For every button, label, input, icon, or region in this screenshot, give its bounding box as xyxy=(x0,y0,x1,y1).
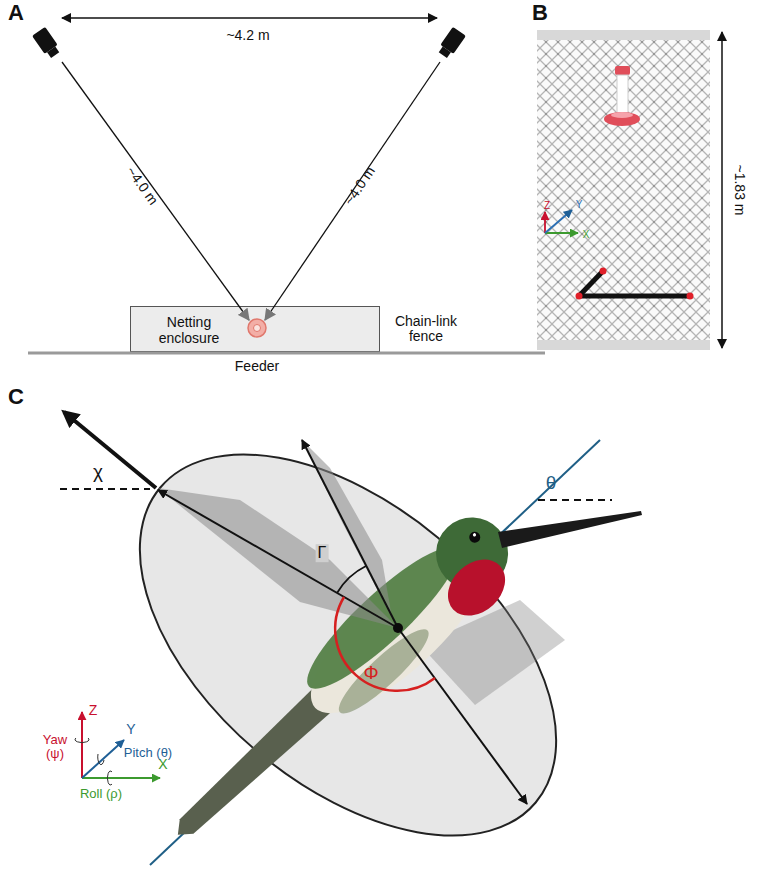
bird-eye xyxy=(467,530,483,546)
camera-lens xyxy=(439,47,451,58)
reference-line xyxy=(60,488,150,490)
feeder-photo xyxy=(604,66,640,126)
fence-label: Chain-link fence xyxy=(386,314,466,345)
axis-label: Z xyxy=(89,703,98,718)
dimension-label: ~4.0 m xyxy=(123,164,161,208)
bird-beak xyxy=(498,511,642,548)
fence-rail xyxy=(537,340,710,350)
feeder-tube xyxy=(617,75,628,113)
bird-back xyxy=(293,532,472,704)
calibration-wand xyxy=(576,268,694,300)
angle-label: Φ xyxy=(363,663,378,684)
bird-eye-glint xyxy=(472,533,477,538)
feeder-cap xyxy=(615,66,630,75)
wand-bar xyxy=(579,294,690,299)
axis-z xyxy=(81,712,83,778)
angle-label: Γ xyxy=(316,544,329,562)
reference-line xyxy=(538,499,612,501)
bird-tail xyxy=(168,686,336,846)
body-axis xyxy=(150,440,600,865)
rotation-label: Roll (ρ) xyxy=(80,787,122,801)
fence-rail xyxy=(537,30,710,40)
dimension-label: ~1.83 m xyxy=(731,165,746,216)
feeder-symbol xyxy=(248,319,266,337)
camera-icon xyxy=(436,27,466,60)
chain-link-fence xyxy=(537,40,710,340)
feeder-base-top xyxy=(611,112,633,118)
enclosure-box: Netting enclosure xyxy=(130,306,380,352)
dimension-label: ~4.2 m xyxy=(226,28,269,43)
rotation-arrow xyxy=(75,738,89,743)
axis-label: X xyxy=(583,229,590,240)
axis-y xyxy=(82,740,124,778)
panel-letter: B xyxy=(532,1,548,25)
axis-z xyxy=(544,212,546,233)
axis-label: X xyxy=(158,757,167,772)
far-wing xyxy=(420,600,565,705)
rotation-label: Yaw (ψ) xyxy=(38,733,72,762)
wing xyxy=(158,488,398,628)
angle-label: θ xyxy=(546,473,557,494)
wand-marker xyxy=(576,293,583,300)
angle-arc xyxy=(337,566,366,593)
dimension-label: ~4.0 m xyxy=(342,164,379,208)
box-label: Netting enclosure xyxy=(137,314,241,346)
hummingbird xyxy=(148,501,533,869)
camera-lens xyxy=(47,47,59,58)
camera-body xyxy=(32,27,58,54)
fence-line xyxy=(28,352,545,355)
dimension-arrow xyxy=(62,17,437,19)
bird-body xyxy=(288,522,511,737)
feeder-label: Feeder xyxy=(235,359,279,374)
normal-vector xyxy=(64,412,156,488)
rotation-arrow xyxy=(98,754,104,765)
view-arrow xyxy=(265,62,440,320)
rotation-label: Pitch (θ) xyxy=(124,746,172,760)
angle-label: χ xyxy=(93,462,103,483)
axis-x xyxy=(545,232,578,234)
camera-body xyxy=(440,27,466,54)
rotation-arrow xyxy=(107,771,112,785)
center-dot xyxy=(393,623,403,633)
wing-vector xyxy=(158,490,398,628)
bird-flank xyxy=(330,620,437,722)
axis-label: Z xyxy=(544,200,550,211)
camera-icon xyxy=(32,27,62,60)
panel-letter: C xyxy=(8,385,24,409)
view-arrow xyxy=(62,62,249,320)
wand-bar xyxy=(579,271,603,296)
feeder-flower xyxy=(254,325,261,332)
dimension-arrow xyxy=(721,32,723,348)
stroke-plane-ellipse xyxy=(70,380,625,876)
wing-vector xyxy=(302,440,398,628)
axis-label: Y xyxy=(126,722,135,737)
stroke-vector xyxy=(398,628,527,804)
wing xyxy=(302,440,392,618)
amplitude-arc xyxy=(335,597,435,691)
panel-letter: A xyxy=(8,1,24,25)
wand-marker xyxy=(600,268,607,275)
axis-x xyxy=(82,777,160,779)
wand-marker xyxy=(687,293,694,300)
bird-head xyxy=(421,503,523,605)
feeder-base xyxy=(604,112,640,126)
bird-throat xyxy=(437,548,517,627)
axis-label: Y xyxy=(576,199,583,210)
axis-y xyxy=(545,210,572,233)
